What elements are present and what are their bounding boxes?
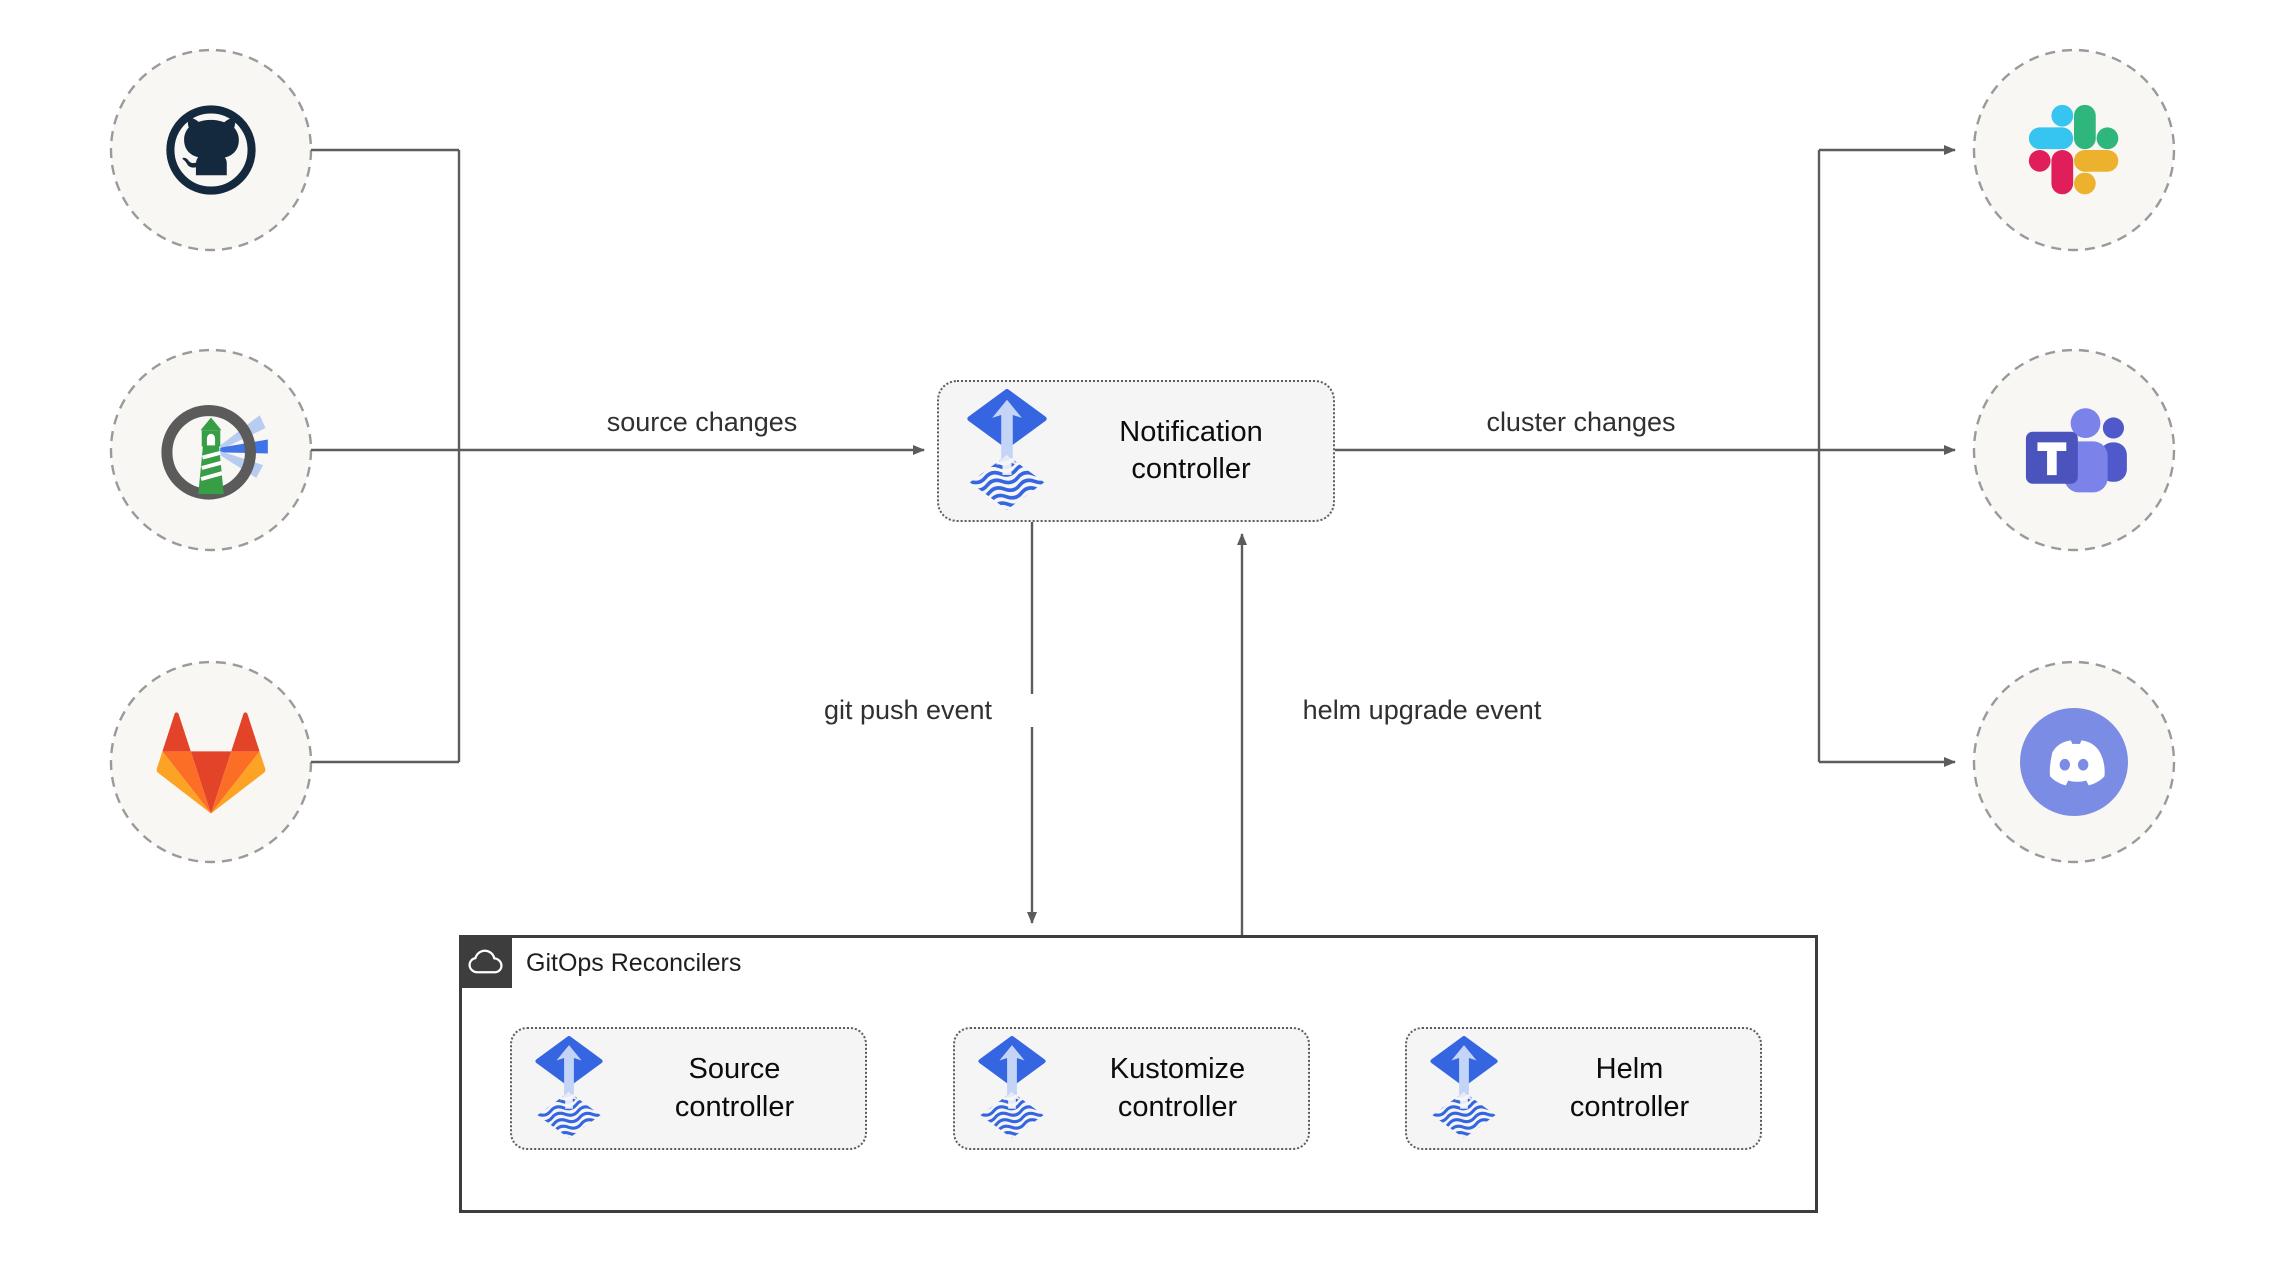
gitops-reconcilers-title: GitOps Reconcilers bbox=[526, 949, 742, 977]
edge-label-source-changes: source changes bbox=[548, 406, 856, 439]
target-node-circle-slack bbox=[1972, 48, 2176, 252]
cloud-icon bbox=[467, 948, 504, 975]
kustomize-controller-label: Kustomize controller bbox=[1109, 1053, 1246, 1123]
flux-icon bbox=[1429, 1036, 1499, 1141]
edge-label-git-push-event: git push event bbox=[754, 694, 1062, 727]
discord-node bbox=[2020, 708, 2128, 816]
gitops-reconcilers-badge bbox=[459, 935, 512, 988]
slack-node bbox=[2023, 99, 2125, 201]
notification-controller-box: Notification controller bbox=[937, 380, 1335, 522]
helm-controller-label: Helm controller bbox=[1569, 1053, 1690, 1123]
github-icon bbox=[153, 92, 269, 208]
harbor-node bbox=[153, 392, 269, 508]
flux-icon bbox=[977, 1036, 1047, 1141]
gitlab-node bbox=[156, 712, 266, 814]
kustomize-controller-box: Kustomize controller bbox=[953, 1027, 1310, 1150]
github-node bbox=[153, 92, 269, 208]
gitlab-icon bbox=[156, 712, 266, 814]
helm-controller-box: Helm controller bbox=[1405, 1027, 1762, 1150]
microsoft-teams-icon bbox=[2016, 402, 2132, 502]
edge-label-cluster-changes: cluster changes bbox=[1427, 406, 1735, 439]
flux-icon bbox=[965, 389, 1049, 513]
source-controller-label: Source controller bbox=[674, 1053, 795, 1123]
slack-icon bbox=[2023, 99, 2125, 201]
source-controller-box: Source controller bbox=[510, 1027, 867, 1150]
notification-controller-label: Notification controller bbox=[1119, 415, 1263, 485]
harbor-icon bbox=[153, 392, 269, 508]
discord-icon bbox=[2020, 708, 2128, 816]
teams-node bbox=[2016, 402, 2132, 502]
flux-icon bbox=[534, 1036, 604, 1141]
edge-label-helm-upgrade-event: helm upgrade event bbox=[1258, 694, 1586, 727]
